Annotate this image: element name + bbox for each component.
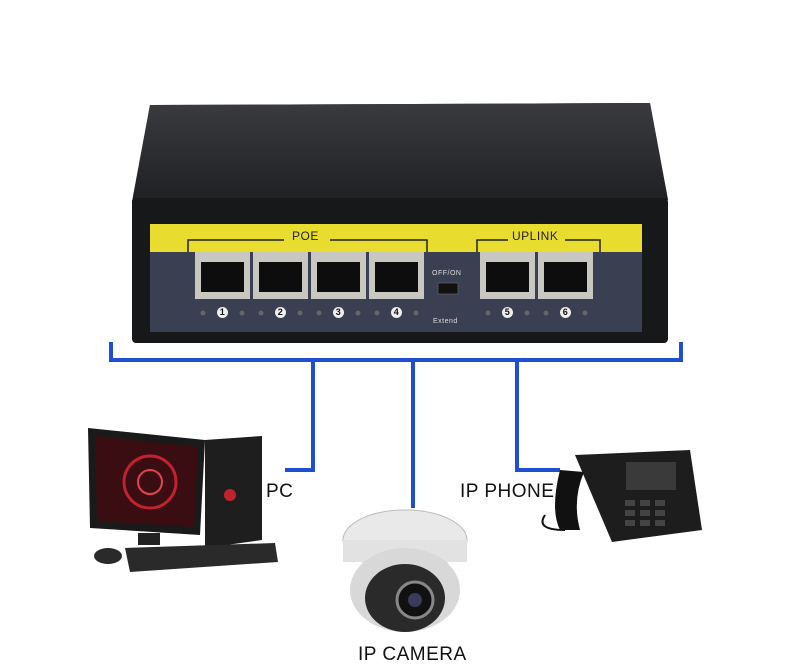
status-led [374, 310, 380, 316]
ip-camera-label: IP CAMERA [358, 644, 467, 665]
status-led [485, 310, 491, 316]
port-number: 1 [217, 307, 228, 318]
link-lines [109, 342, 683, 508]
status-led [355, 310, 361, 316]
ip-camera-illustration [342, 509, 468, 632]
pc-illustration [88, 428, 278, 572]
port-socket [201, 262, 244, 292]
extend-label: Extend [433, 318, 458, 325]
status-led [239, 310, 245, 316]
status-led [413, 310, 419, 316]
status-led [524, 310, 530, 316]
port-socket [544, 262, 587, 292]
yellow-label-strip [150, 224, 642, 252]
status-led [258, 310, 264, 316]
pc-label: PC [266, 481, 294, 502]
extend-toggle-switch[interactable] [437, 282, 459, 295]
ip-phone-illustration [541, 450, 702, 542]
port-number: 6 [560, 307, 571, 318]
status-led [543, 310, 549, 316]
port-socket [375, 262, 418, 292]
port-number: 3 [333, 307, 344, 318]
port-number: 2 [275, 307, 286, 318]
port-socket [317, 262, 360, 292]
port-number: 4 [391, 307, 402, 318]
status-led [200, 310, 206, 316]
port-number: 5 [502, 307, 513, 318]
port-socket [486, 262, 529, 292]
status-led [316, 310, 322, 316]
status-led [297, 310, 303, 316]
off-on-label: OFF/ON [432, 270, 462, 277]
ip-phone-label: IP PHONE [460, 481, 555, 502]
poe-switch [132, 103, 668, 343]
port-socket [259, 262, 302, 292]
uplink-label: UPLINK [512, 229, 559, 243]
status-led [582, 310, 588, 316]
poe-label: POE [292, 229, 319, 243]
